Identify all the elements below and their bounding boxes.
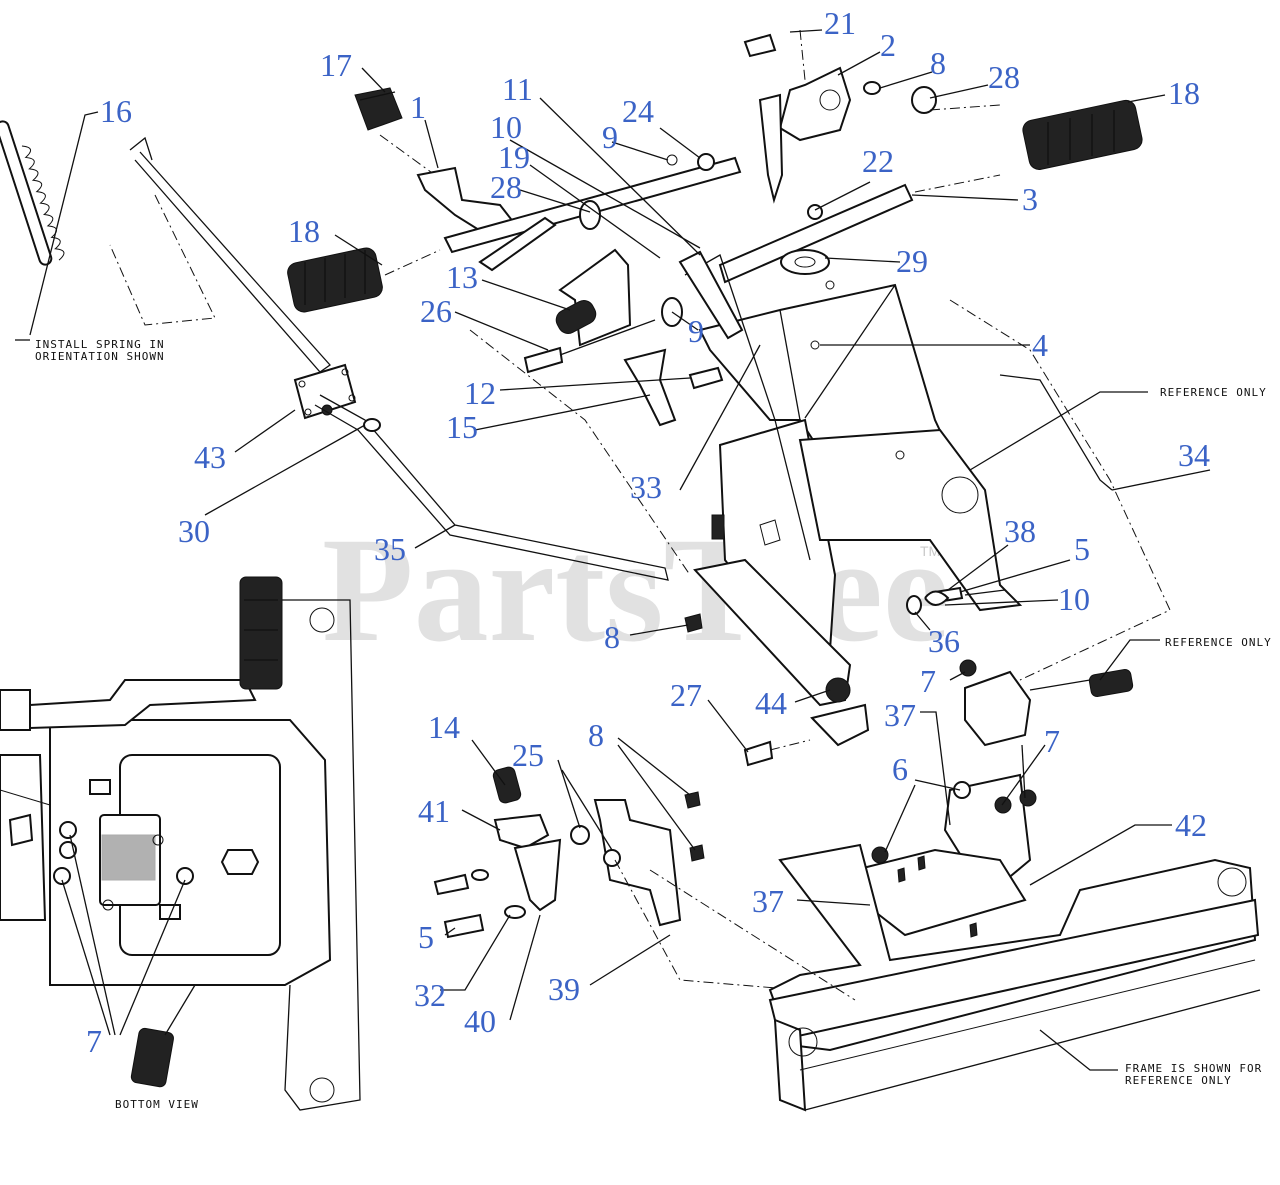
- callout-label: 34: [1178, 437, 1210, 473]
- callout-label: 39: [548, 971, 580, 1007]
- callout-label: 17: [320, 47, 352, 83]
- callout-label: 18: [1168, 75, 1200, 111]
- rod-35-illustration: [314, 394, 669, 581]
- callout-label: 42: [1175, 807, 1207, 843]
- note-bottom-view: BOTTOM VIEW: [115, 1098, 199, 1111]
- callout-label: 38: [1004, 513, 1036, 549]
- callout-label: 7: [86, 1023, 102, 1059]
- bolt-cluster-36-illustration: [906, 586, 1006, 615]
- note-reference-only-switch: REFERENCE ONLY: [1165, 636, 1272, 649]
- callout-label: 25: [512, 737, 544, 773]
- callout-label: 5: [418, 919, 434, 955]
- frame-illustration: [649, 843, 1261, 1112]
- callout-label: 43: [194, 439, 226, 475]
- callout-label: 5: [1074, 531, 1090, 567]
- callout-label: 36: [928, 623, 960, 659]
- callout-label: 26: [420, 293, 452, 329]
- tower-bracket-illustration: [678, 250, 1171, 707]
- callout-label: 40: [464, 1003, 496, 1039]
- leader-lines: [15, 29, 1211, 1071]
- callout-label: 21: [824, 5, 856, 41]
- callout-label: 22: [862, 143, 894, 179]
- note-install-spring-line1: INSTALL SPRING IN: [35, 338, 165, 351]
- plate-43-illustration: [293, 363, 357, 420]
- pedal-17-illustration: [354, 87, 520, 242]
- lower-bracket-illustration: [433, 766, 921, 1001]
- callout-label: 18: [288, 213, 320, 249]
- callout-label: 8: [930, 45, 946, 81]
- callout-label: 29: [896, 243, 928, 279]
- callout-label: 37: [752, 883, 784, 919]
- callout-label: 28: [988, 59, 1020, 95]
- callout-label: 37: [884, 697, 916, 733]
- note-install-spring-line2: ORIENTATION SHOWN: [35, 350, 165, 363]
- mount-plate-illustration: [853, 773, 1037, 938]
- callout-label: 35: [374, 531, 406, 567]
- callout-label: 8: [604, 619, 620, 655]
- note-frame-line2: REFERENCE ONLY: [1125, 1074, 1232, 1087]
- callout-label: 9: [688, 313, 704, 349]
- callout-label: 10: [1058, 581, 1090, 617]
- callout-label: 4: [1032, 327, 1048, 363]
- bottom-view-illustration: [0, 576, 361, 1111]
- sensor-44-illustration: [743, 677, 870, 767]
- pedal-18-right-illustration: [1022, 99, 1143, 170]
- callout-label: 10: [490, 109, 522, 145]
- callout-label: 6: [892, 751, 908, 787]
- callout-label: 33: [630, 469, 662, 505]
- callout-label: 1: [410, 89, 426, 125]
- bracket-2-illustration: [743, 29, 1001, 204]
- callout-label: 3: [1022, 181, 1038, 217]
- note-reference-only-upper: REFERENCE ONLY: [1160, 386, 1267, 399]
- callout-label: 9: [602, 119, 618, 155]
- callout-label: 11: [502, 71, 533, 107]
- callout-label: 7: [1044, 723, 1060, 759]
- callout-label: 30: [178, 513, 210, 549]
- callout-label: 13: [446, 259, 478, 295]
- shaft-24-illustration: [443, 153, 742, 272]
- bracket-13-illustration: [469, 248, 724, 576]
- note-frame-line1: FRAME IS SHOWN FOR: [1125, 1062, 1262, 1075]
- callout-label: 8: [588, 717, 604, 753]
- callout-label: 14: [428, 709, 460, 745]
- pedal-18-left-illustration: [287, 247, 441, 313]
- callout-label: 15: [446, 409, 478, 445]
- callout-label: 27: [670, 677, 702, 713]
- switch-illustration: [959, 659, 1134, 747]
- shaft-3-illustration: [718, 174, 1001, 284]
- callout-label: 32: [414, 977, 446, 1013]
- callout-label: 12: [464, 375, 496, 411]
- callout-label: 44: [755, 685, 787, 721]
- spring-16-illustration: [0, 120, 331, 373]
- callout-label: 19: [498, 139, 530, 175]
- callout-labels: 21 2 8 28 18 17 1 16 11 24 10 9 19 22 3 …: [86, 5, 1210, 1059]
- callout-label: 2: [880, 27, 896, 63]
- callout-label: 16: [100, 93, 132, 129]
- callout-label: 28: [490, 169, 522, 205]
- nut-8-illustration: [684, 613, 703, 633]
- callout-label: 41: [418, 793, 450, 829]
- callout-label: 24: [622, 93, 654, 129]
- callout-label: 7: [920, 663, 936, 699]
